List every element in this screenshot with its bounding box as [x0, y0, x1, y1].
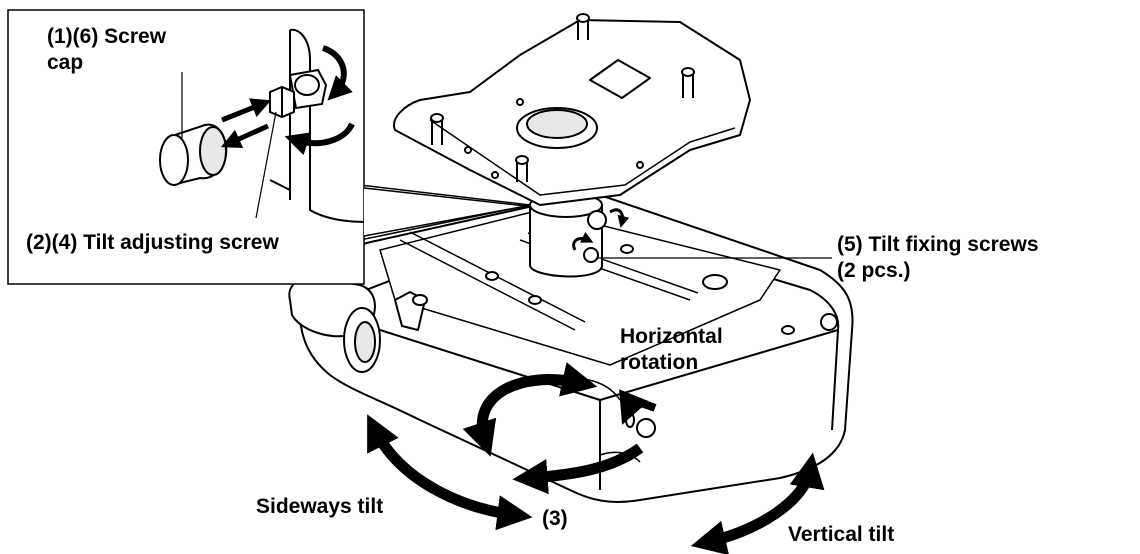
tilt-fixing-screws-label-line1: (5) Tilt fixing screws	[837, 233, 1039, 256]
mount-plate	[393, 13, 751, 206]
step3-screw-arrow	[619, 389, 657, 425]
screw-cap-label-line1: (1)(6) Screw	[47, 25, 167, 48]
horizontal-rotation-label-line2: rotation	[620, 351, 699, 374]
motion-arrows	[367, 362, 825, 554]
horizontal-rotation-label-line1: Horizontal	[620, 325, 723, 348]
screw-cap-label: (1)(6) Screw cap	[47, 24, 166, 76]
tilt-adjusting-screw-label: (2)(4) Tilt adjusting screw	[26, 231, 279, 254]
rotation-return-arrow	[512, 443, 644, 495]
vertical-tilt-arrow	[690, 452, 825, 554]
vertical-tilt-label: Vertical tilt	[788, 523, 895, 546]
tilt-screw-arrows	[572, 208, 630, 251]
tilt-fixing-screws-label-line2: (2 pcs.)	[837, 259, 911, 282]
screw-cap-label-line2: cap	[47, 51, 84, 74]
horizontal-rotation-label: Horizontal rotation	[620, 324, 723, 376]
step-3-label: (3)	[542, 507, 568, 530]
sideways-tilt-arrow	[367, 414, 533, 531]
screw-cap-inset	[7, 9, 531, 285]
tilt-fixing-screws-label: (5) Tilt fixing screws (2 pcs.)	[837, 232, 1039, 284]
sideways-tilt-label: Sideways tilt	[256, 495, 384, 518]
